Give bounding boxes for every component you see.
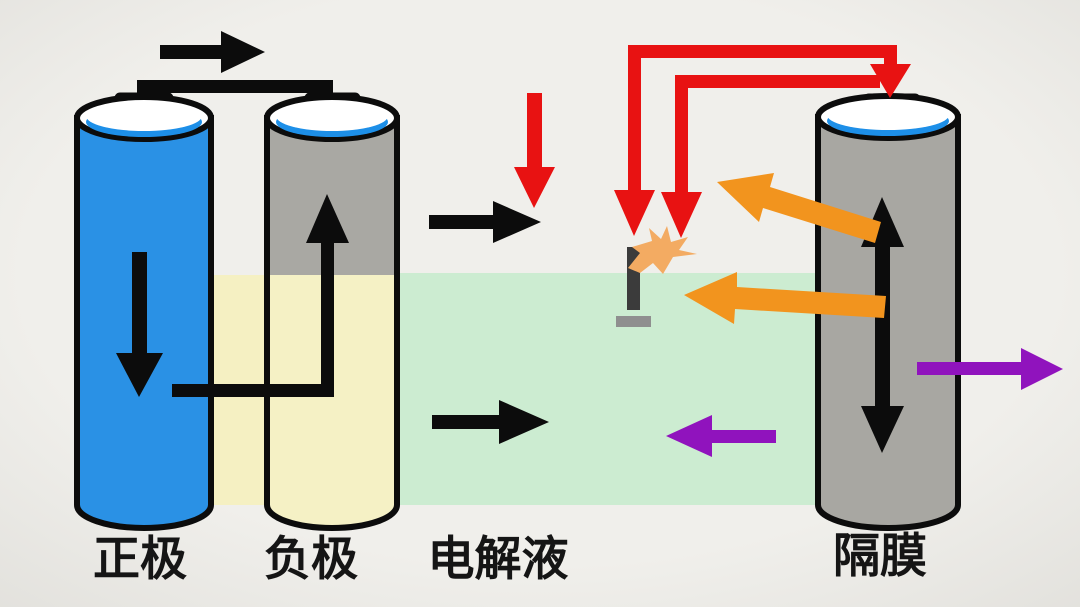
label-positive-electrode: 正极	[93, 532, 187, 587]
red-down-arrow	[514, 93, 555, 208]
negative-cylinder-top-cap	[264, 94, 400, 142]
label-negative-electrode: 负极	[264, 532, 358, 587]
flow-arrow-upper-middle	[429, 201, 541, 243]
external-circuit-wire-top	[137, 80, 333, 98]
positive-cylinder-top-cap	[74, 94, 214, 142]
positive-internal-down-arrow	[116, 252, 163, 397]
flow-arrow-lower-middle	[432, 400, 549, 444]
electrode-connector-up-arrow	[172, 194, 349, 397]
electron-flow-top-arrow	[160, 31, 265, 73]
purple-arrow-right	[917, 348, 1063, 390]
red-path-outer-arrow	[614, 45, 911, 236]
purple-arrow-left	[666, 415, 776, 457]
separator-vertical-double-arrow	[861, 197, 904, 453]
separator-cylinder-top-cap	[815, 93, 961, 141]
orange-arrow-lower-left	[684, 272, 886, 324]
orange-arrow-upper-left	[717, 173, 881, 243]
label-separator: 隔膜	[833, 529, 927, 584]
orange-spark-arrow	[628, 226, 697, 274]
electrolyte-region	[397, 273, 830, 505]
mini-electrode-base	[616, 316, 651, 327]
label-electrolyte: 电解液	[428, 532, 569, 587]
red-path-inner-arrow	[661, 75, 880, 238]
